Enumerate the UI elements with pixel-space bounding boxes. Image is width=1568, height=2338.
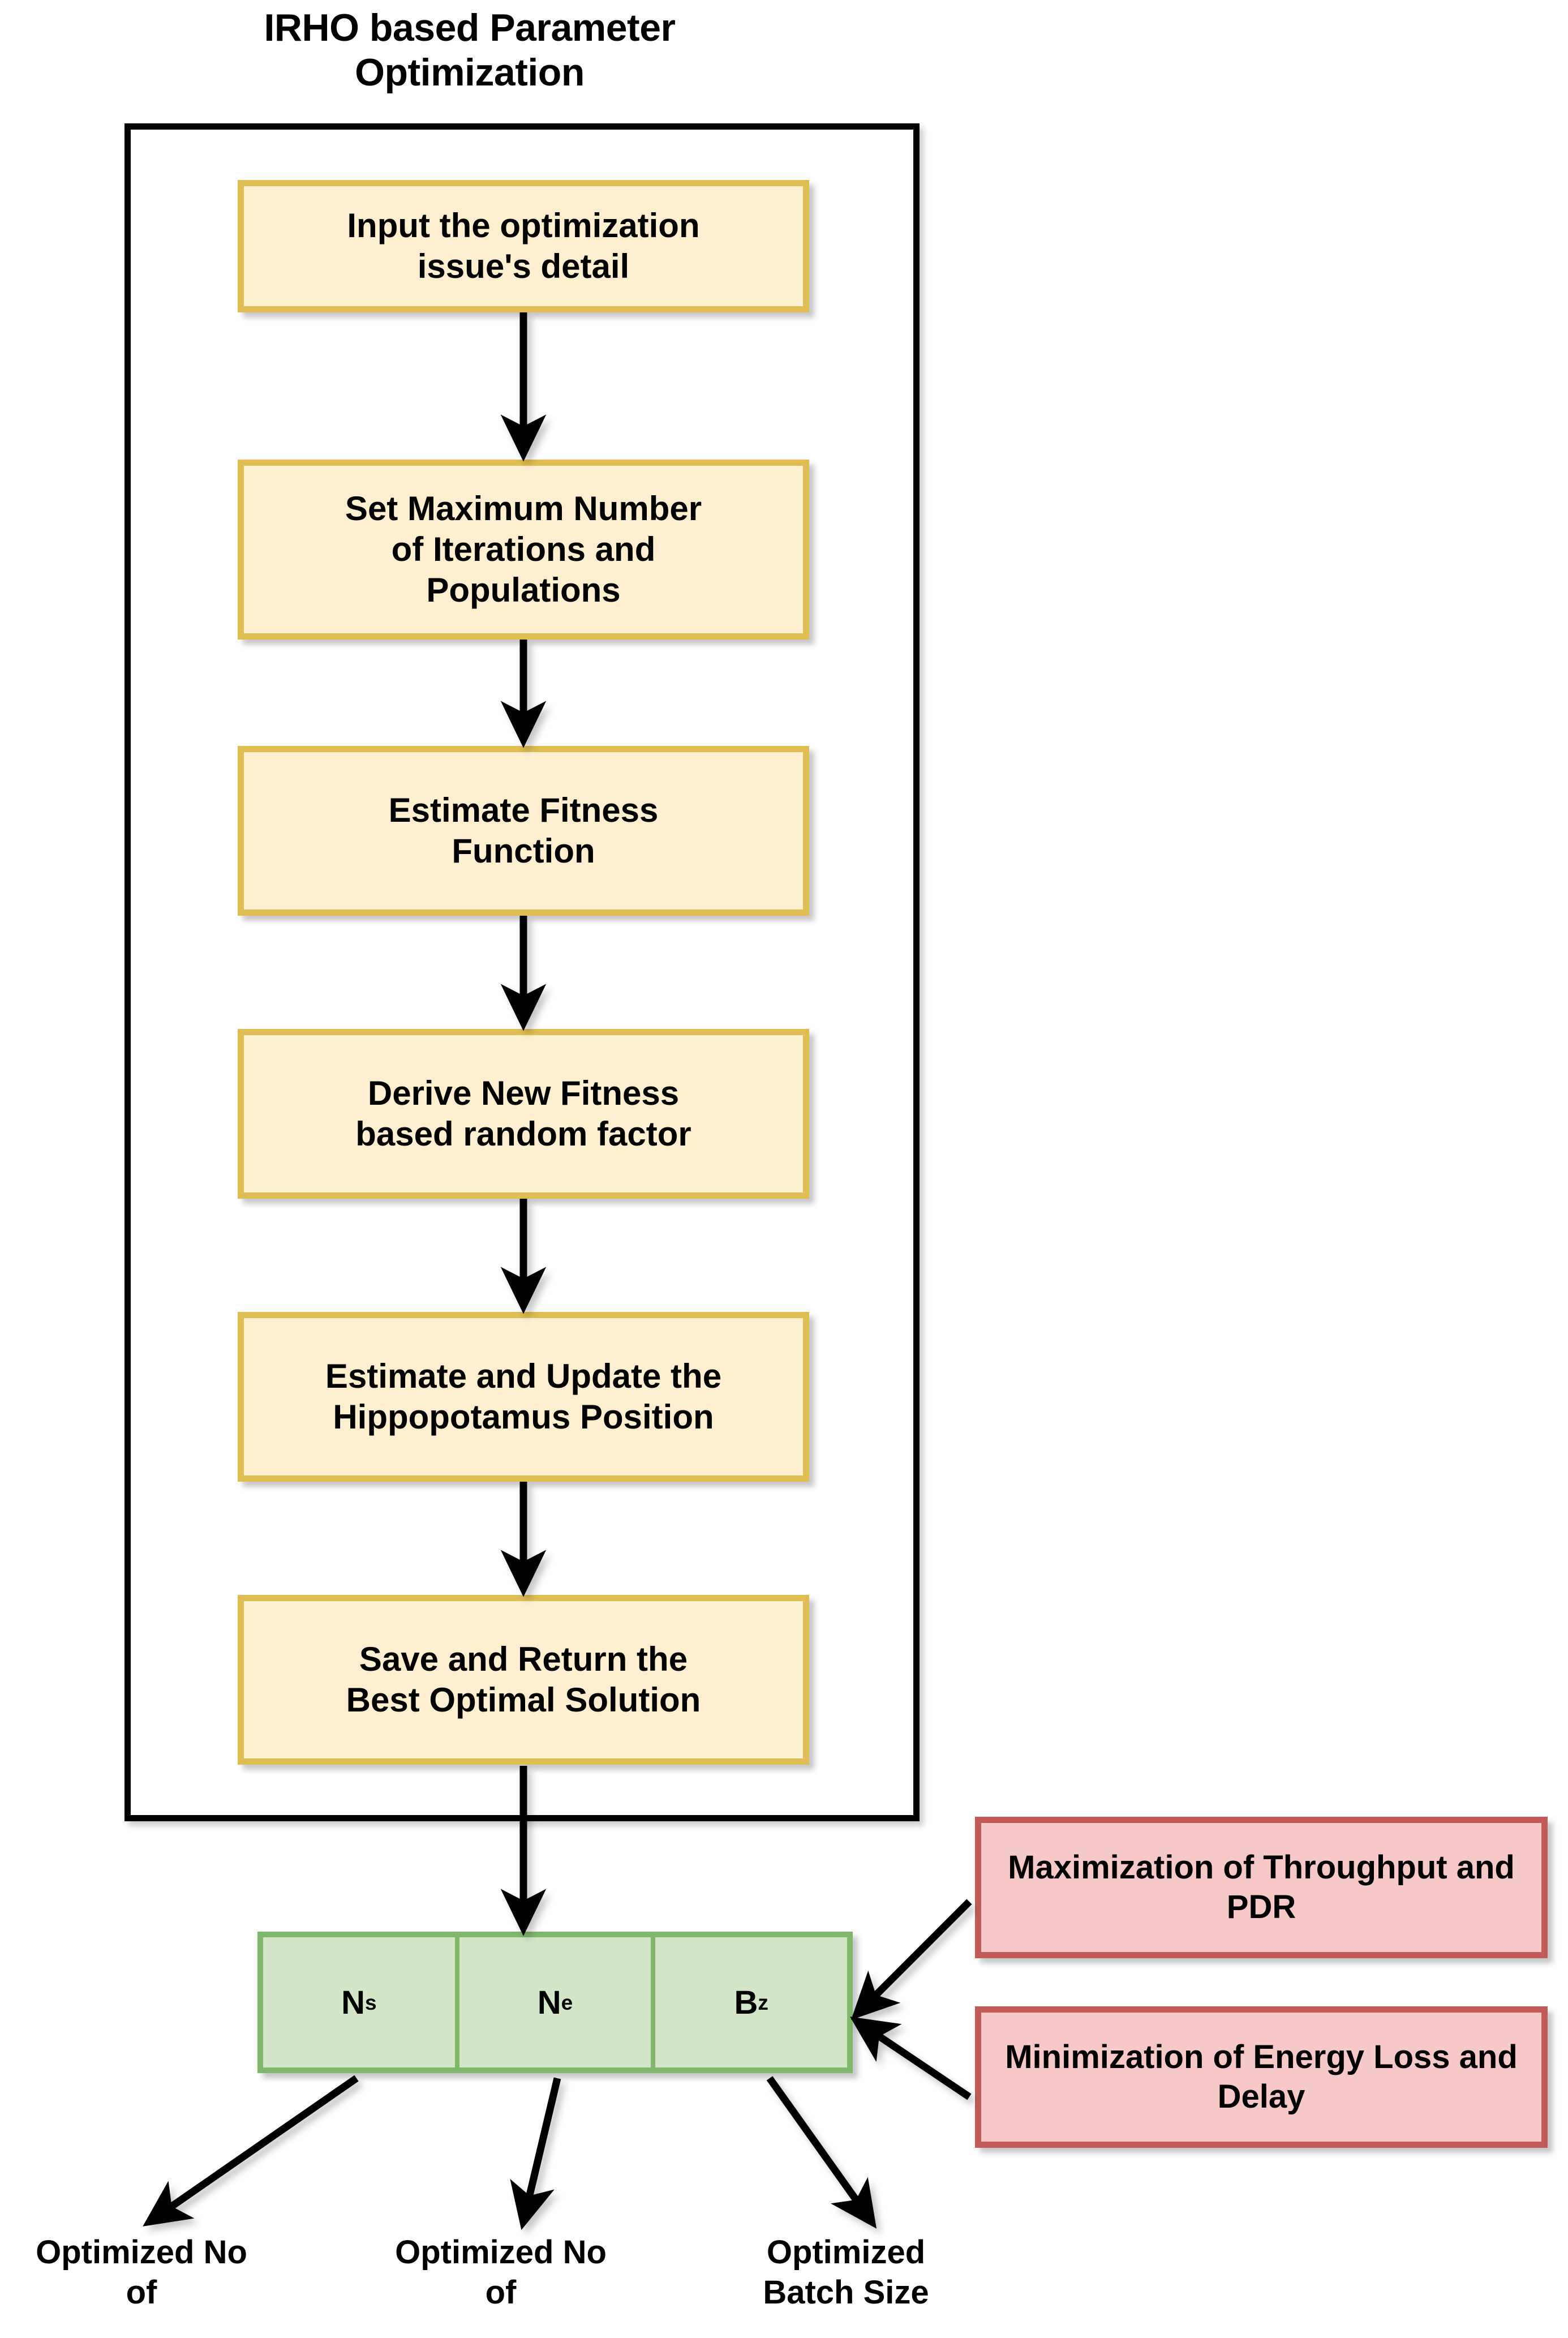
arrow-params-to-output3 xyxy=(766,2076,877,2229)
output-3-line-2: Batch Size xyxy=(763,2273,929,2311)
process-step-2-line-1: Set Maximum Number xyxy=(345,490,702,527)
process-step-6-line-2: Best Optimal Solution xyxy=(346,1681,701,1719)
output-2-line-2: of xyxy=(485,2273,517,2311)
objective-max-line-2: and PDR xyxy=(1226,1849,1515,1925)
process-step-4-line-1: Derive New Fitness xyxy=(367,1074,680,1112)
param-ns-base: N xyxy=(341,1984,365,2021)
arrow-maximization-to-params xyxy=(850,1899,972,2020)
process-step-4[interactable]: Derive New Fitness based random factor xyxy=(238,1029,809,1199)
objective-min-line-1: Minimization of Energy xyxy=(1005,2039,1365,2076)
process-step-1-line-2: issue's detail xyxy=(417,247,630,285)
objective-box-maximization[interactable]: Maximization of Throughput and PDR xyxy=(975,1817,1548,1958)
output-3-line-1: Optimized xyxy=(766,2234,926,2271)
output-label-1: Optimized No of xyxy=(0,2233,289,2313)
process-step-5-line-1: Estimate and Update the xyxy=(325,1357,722,1395)
output-1-line-2: of xyxy=(126,2273,157,2311)
param-bz-base: B xyxy=(734,1984,758,2021)
objective-box-minimization[interactable]: Minimization of Energy Loss and Delay xyxy=(975,2006,1548,2148)
process-step-2-line-2: of Iterations and xyxy=(391,530,656,568)
process-step-6-line-1: Save and Return the xyxy=(359,1640,688,1678)
process-step-3-line-1: Estimate Fitness xyxy=(388,791,659,829)
process-step-5[interactable]: Estimate and Update the Hippopotamus Pos… xyxy=(238,1312,809,1482)
output-label-2: Optimized No of xyxy=(354,2233,648,2313)
objective-min-line-2: Loss and Delay xyxy=(1217,2039,1518,2115)
process-step-3-line-2: Function xyxy=(452,832,595,870)
objective-max-line-1: Maximization of Throughput xyxy=(1008,1849,1447,1886)
page-title: IRHO based Parameter Optimization xyxy=(181,6,758,95)
output-1-line-1: Optimized No xyxy=(36,2234,247,2271)
process-step-6[interactable]: Save and Return the Best Optimal Solutio… xyxy=(238,1595,809,1765)
param-ne-base: N xyxy=(537,1984,561,2021)
arrow-minimization-to-params xyxy=(850,2017,972,2100)
process-step-2[interactable]: Set Maximum Number of Iterations and Pop… xyxy=(238,460,809,640)
process-step-5-line-2: Hippopotamus Position xyxy=(333,1398,714,1436)
arrow-params-to-output1 xyxy=(143,2075,359,2227)
output-2-line-1: Optimized No xyxy=(395,2234,607,2271)
process-step-3[interactable]: Estimate Fitness Function xyxy=(238,746,809,916)
process-container xyxy=(124,123,920,1821)
process-step-1[interactable]: Input the optimization issue's detail xyxy=(238,180,809,312)
process-step-2-line-3: Populations xyxy=(426,571,621,609)
process-step-1-line-1: Input the optimization xyxy=(347,207,700,244)
process-step-4-line-2: based random factor xyxy=(355,1115,691,1153)
arrow-params-to-output2 xyxy=(510,2077,561,2230)
page-title-text: IRHO based Parameter Optimization xyxy=(264,6,676,94)
output-label-3: Optimized Batch Size xyxy=(699,2233,993,2313)
